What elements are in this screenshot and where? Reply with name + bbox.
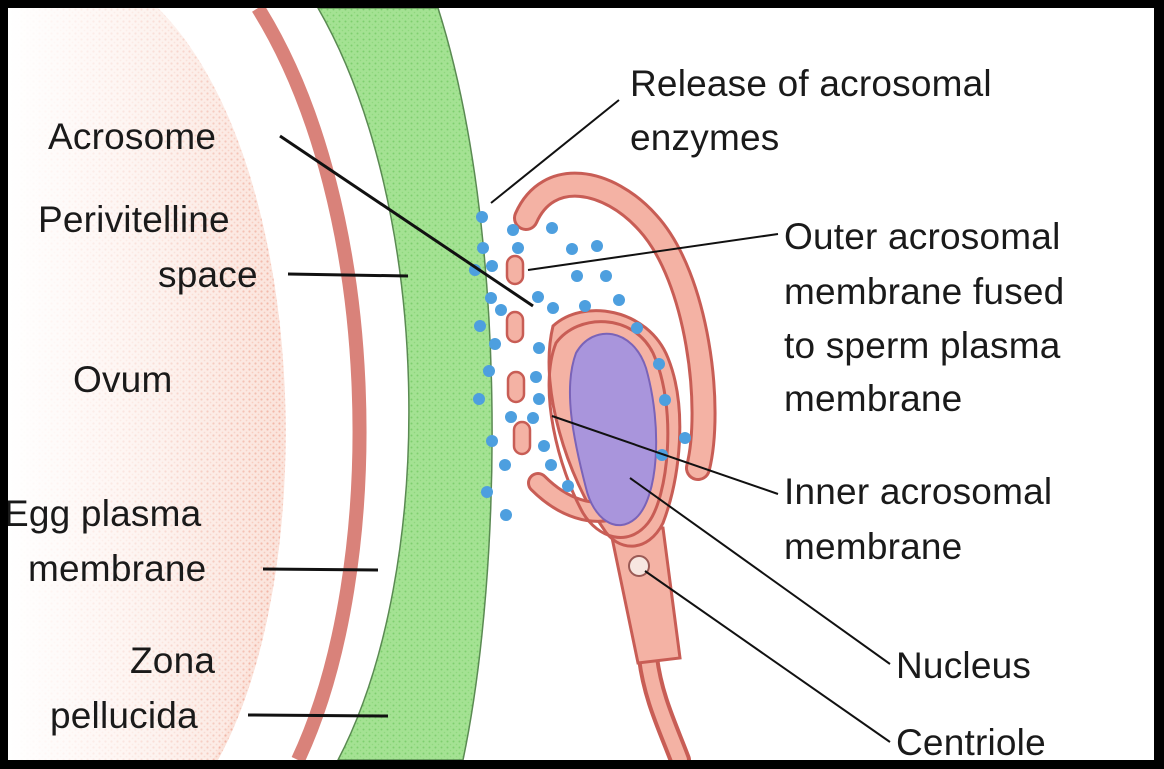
sperm-midpiece [610, 528, 680, 663]
egg-membrane-leader [263, 569, 378, 570]
membrane-vesicles [507, 256, 530, 454]
label-release-line2: enzymes [630, 112, 779, 164]
label-outer-line4: membrane [784, 373, 962, 425]
label-release-line1: Release of acrosomal [630, 58, 992, 110]
label-egg-membrane-line2: membrane [28, 543, 206, 595]
label-inner-line1: Inner acrosomal [784, 466, 1052, 518]
label-outer-line2: membrane fused [784, 266, 1064, 318]
label-perivitelline-line2: space [158, 249, 258, 301]
perivitelline-leader [288, 274, 408, 276]
label-outer-line1: Outer acrosomal [784, 211, 1061, 263]
label-egg-membrane-line1: Egg plasma [8, 488, 201, 540]
centriole-leader [645, 571, 890, 742]
label-centriole: Centriole [896, 717, 1046, 760]
label-acrosome: Acrosome [48, 111, 216, 163]
label-perivitelline-line1: Perivitelline [38, 194, 230, 246]
label-zona-line2: pellucida [50, 690, 198, 742]
centriole [629, 556, 649, 576]
label-ovum: Ovum [73, 354, 172, 406]
diagram-canvas: Release of acrosomal enzymes Acrosome Pe… [8, 8, 1154, 760]
label-zona-line1: Zona [130, 635, 215, 687]
label-nucleus: Nucleus [896, 640, 1031, 692]
label-inner-line2: membrane [784, 521, 962, 573]
label-outer-line3: to sperm plasma [784, 320, 1061, 372]
zona-leader [248, 715, 388, 716]
